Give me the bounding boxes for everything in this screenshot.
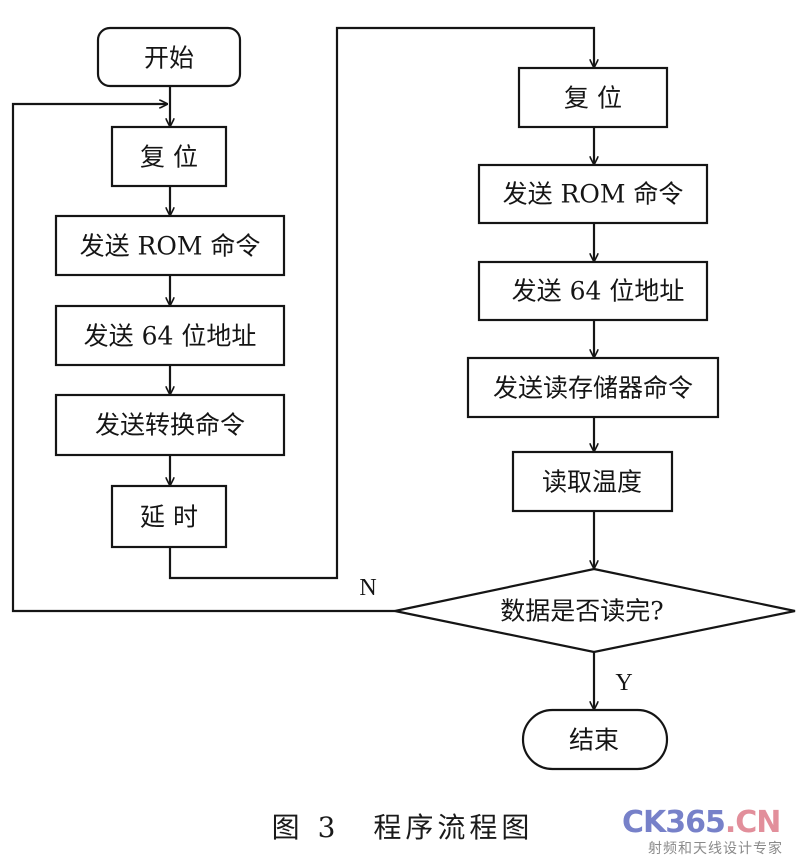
watermark-tagline: 射频和天线设计专家 xyxy=(648,841,783,857)
left-reset-label: 复 位 xyxy=(140,143,198,172)
left-address-label: 发送 64 位地址 xyxy=(84,322,257,351)
right-reset-label: 复 位 xyxy=(564,84,622,113)
left-rom-label: 发送 ROM 命令 xyxy=(80,232,261,261)
convert-label: 发送转换命令 xyxy=(95,411,245,440)
end-terminal xyxy=(521,708,669,771)
end-label: 结束 xyxy=(569,726,619,755)
caption-prefix: 图 xyxy=(271,811,304,844)
read-temperature-box xyxy=(511,450,674,513)
connector-decision-no-loop xyxy=(11,104,395,613)
caption-number: 3 xyxy=(317,811,340,844)
no-branch-label: N xyxy=(359,575,376,601)
watermark-logo: CK365.CN xyxy=(622,808,802,838)
watermark-logo-domain: .CN xyxy=(724,805,782,840)
read-temperature-label: 读取温度 xyxy=(542,468,642,497)
caption-title: 程序流程图 xyxy=(373,811,534,844)
start-label: 开始 xyxy=(144,44,194,73)
watermark-logo-main: CK365 xyxy=(622,805,726,840)
yes-branch-label: Y xyxy=(615,670,632,696)
read-memory-label: 发送读存储器命令 xyxy=(493,374,693,403)
decision-label: 数据是否读完? xyxy=(500,597,663,626)
delay-label: 延 时 xyxy=(140,503,198,532)
watermark: CK365.CN 射频和天线设计专家 xyxy=(622,808,802,858)
right-address-label: 发送 64 位地址 xyxy=(512,277,685,306)
right-rom-label: 发送 ROM 命令 xyxy=(503,180,684,209)
connector-delay-to-right-reset xyxy=(168,26,594,580)
